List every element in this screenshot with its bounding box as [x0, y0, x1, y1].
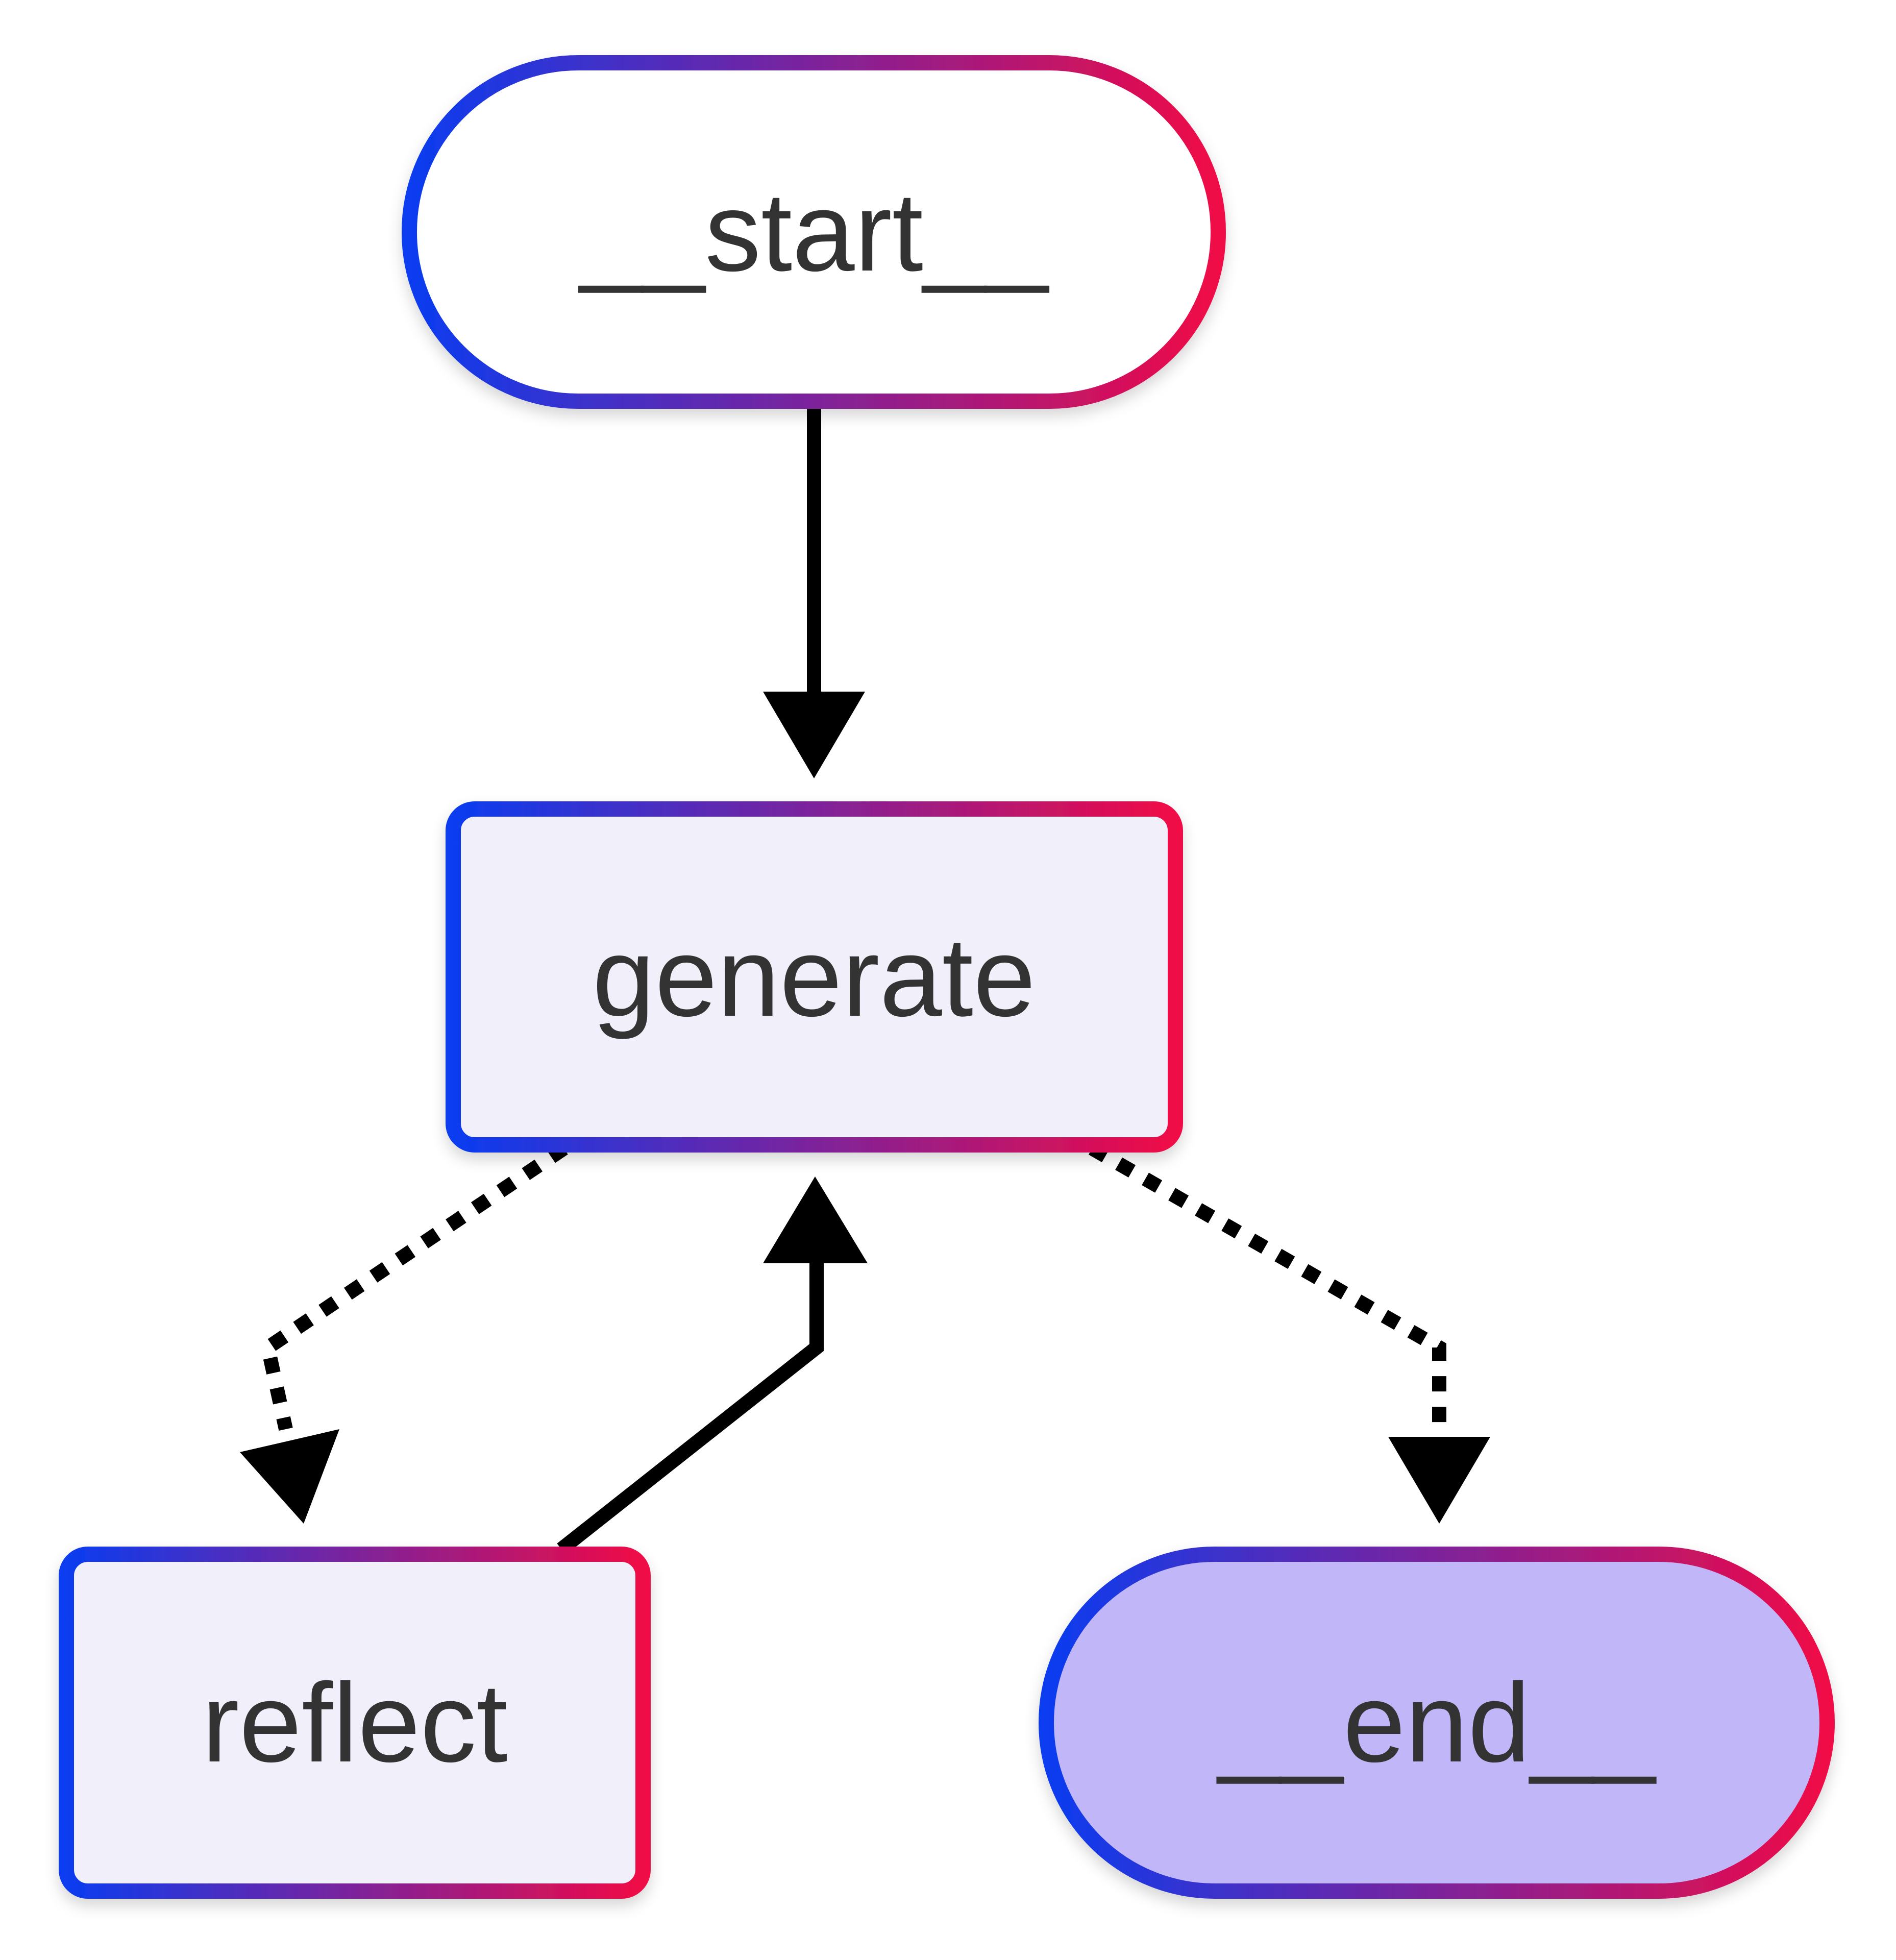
arrowhead-icon: [763, 1177, 868, 1263]
node-reflect-label: reflect: [202, 1660, 507, 1785]
edge-reflect-to-generate[interactable]: [557, 1177, 868, 1555]
node-generate-label: generate: [593, 914, 1036, 1040]
edges: [240, 403, 1490, 1555]
node-end[interactable]: __end__: [1039, 1547, 1835, 1899]
node-start-shape: [402, 55, 1226, 409]
node-start[interactable]: __start__: [402, 55, 1226, 409]
arrowhead-icon: [763, 692, 865, 778]
edge-generate-to-end[interactable]: [1089, 1142, 1490, 1524]
node-generate[interactable]: generate: [446, 801, 1183, 1153]
node-end-shape: [1039, 1547, 1835, 1899]
node-end-label: __end__: [1216, 1660, 1657, 1785]
node-reflect-shape: [59, 1547, 651, 1899]
node-generate-shape: [446, 801, 1183, 1153]
arrowhead-icon: [1388, 1437, 1490, 1524]
edge-start-to-generate[interactable]: [763, 403, 865, 778]
arrowhead-icon: [240, 1429, 339, 1524]
node-start-label: __start__: [578, 169, 1049, 295]
node-reflect[interactable]: reflect: [59, 1547, 651, 1899]
edge-generate-to-reflect[interactable]: [240, 1142, 568, 1524]
